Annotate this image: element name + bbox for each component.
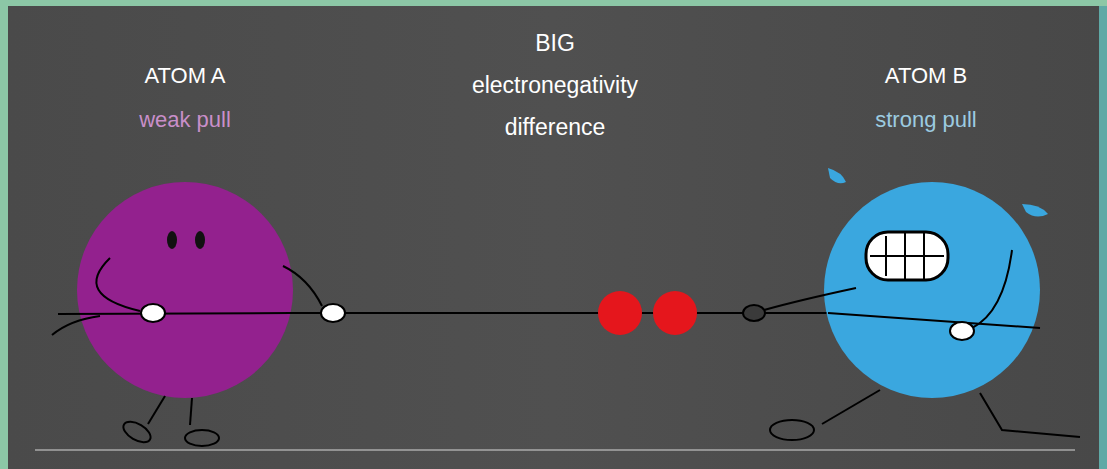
atom-body — [77, 182, 293, 398]
atom-circle: ATOM A weak pull — [77, 58, 293, 398]
atom-b-figure — [743, 168, 1080, 440]
heading-label: BIG electronegativity difference — [455, 22, 655, 148]
electron — [598, 291, 642, 335]
ground-line — [35, 449, 1075, 450]
electron — [653, 291, 697, 335]
atom-body — [77, 182, 293, 398]
atom-body — [824, 182, 1040, 398]
atom-circle: ATOM Bstrong pull — [824, 58, 1040, 398]
pull-strength: weak pull — [77, 104, 293, 136]
atom-heading: ATOM B strong pull — [812, 60, 1040, 136]
atom-name: ATOM B — [812, 60, 1040, 92]
atom-body — [824, 182, 1040, 398]
pull-strength: strong pull — [812, 104, 1040, 136]
atom-name: ATOM A — [77, 60, 293, 92]
atom-heading: ATOM A weak pull — [77, 60, 293, 136]
